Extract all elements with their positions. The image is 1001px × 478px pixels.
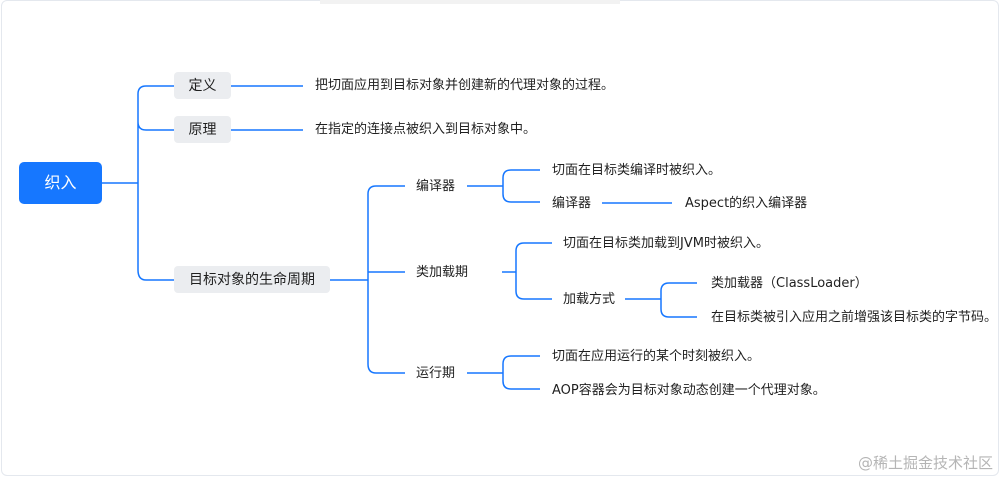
compile-sub-text: Aspect的织入编译器	[685, 196, 808, 211]
principle-node[interactable]: 原理	[174, 116, 231, 143]
load-method-item-2: 在目标类被引入应用之前增强该目标类的字节码。	[711, 310, 998, 325]
definition-node[interactable]: 定义	[174, 72, 231, 99]
connector-root-branches	[137, 85, 174, 281]
definition-text: 把切面应用到目标对象并创建新的代理对象的过程。	[315, 78, 615, 93]
top-edge-shadow	[320, 0, 620, 4]
runtime-node[interactable]: 运行期	[416, 366, 456, 381]
root-node[interactable]: 织入	[19, 162, 102, 204]
connector-runtime-branches	[502, 355, 540, 390]
connector-method-branches	[660, 282, 697, 318]
runtime-text-1: 切面在应用运行的某个时刻被织入。	[552, 349, 761, 364]
compile-text: 切面在目标类编译时被织入。	[552, 163, 722, 178]
classload-text: 切面在目标类加载到JVM时被织入。	[563, 236, 769, 251]
load-method-node[interactable]: 加载方式	[563, 292, 616, 307]
compile-node[interactable]: 编译器	[416, 179, 456, 194]
connector-lifecycle-branches	[367, 185, 405, 374]
connector-classload-branches	[515, 242, 552, 300]
principle-text: 在指定的连接点被织入到目标对象中。	[315, 122, 537, 137]
runtime-text-2: AOP容器会为目标对象动态创建一个代理对象。	[552, 383, 826, 398]
classload-node[interactable]: 类加载期	[416, 265, 469, 280]
compile-sub-node[interactable]: 编译器	[552, 196, 592, 211]
lifecycle-node[interactable]: 目标对象的生命周期	[174, 266, 330, 293]
load-method-item-1: 类加载器（ClassLoader）	[711, 276, 868, 291]
connector-compile-branches	[502, 169, 540, 203]
watermark: @稀土掘金技术社区	[857, 454, 993, 472]
